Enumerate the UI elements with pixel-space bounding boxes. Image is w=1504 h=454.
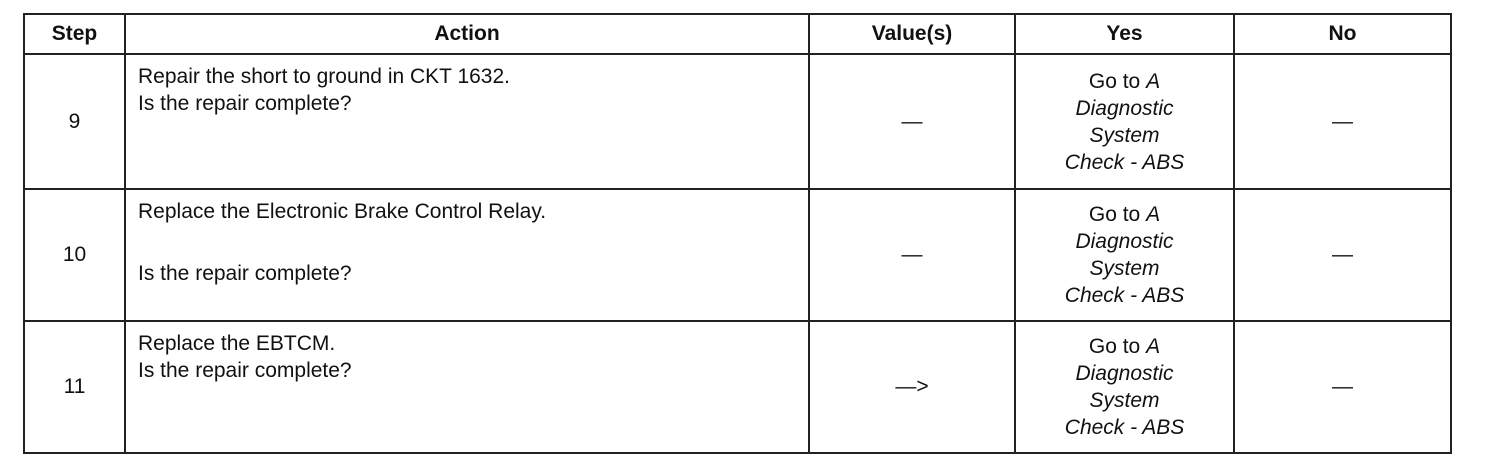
yes-cell: Go to A Diagnostic System Check - ABS	[1014, 188, 1235, 322]
header-step: Step	[23, 13, 126, 55]
no-cell: —	[1233, 188, 1452, 322]
yes-link-diagnostic[interactable]: Diagnostic	[1075, 96, 1174, 120]
yes-link-a[interactable]: A	[1146, 203, 1161, 226]
action-question: Is the repair complete?	[138, 262, 352, 285]
yes-link-system[interactable]: System	[1089, 389, 1160, 412]
yes-cell: Go to A Diagnostic System Check - ABS	[1014, 320, 1235, 454]
yes-link-diagnostic[interactable]: Diagnostic	[1075, 362, 1174, 385]
action-question: Is the repair complete?	[138, 92, 352, 115]
value-cell: —	[808, 188, 1016, 322]
yes-link-check-abs[interactable]: Check - ABS	[1064, 416, 1185, 439]
yes-link-a[interactable]: A	[1146, 335, 1161, 358]
action-cell: Repair the short to ground in CKT 1632. …	[124, 53, 810, 190]
action-cell: Replace the EBTCM. Is the repair complet…	[124, 320, 810, 454]
diagnostic-table: Step Action Value(s) Yes No 9 Repair the…	[23, 13, 1452, 454]
header-action: Action	[124, 13, 810, 55]
step-number: 9	[23, 53, 126, 190]
yes-link-check-abs[interactable]: Check - ABS	[1064, 284, 1185, 307]
yes-link-system[interactable]: System	[1089, 257, 1160, 280]
header-values: Value(s)	[808, 13, 1016, 55]
action-question: Is the repair complete?	[138, 359, 352, 382]
yes-link-a[interactable]: A	[1146, 69, 1161, 93]
table-row: 10 Replace the Electronic Brake Control …	[23, 188, 1452, 322]
table-row: 9 Repair the short to ground in CKT 1632…	[23, 53, 1452, 190]
yes-go-to: Go to	[1088, 335, 1141, 358]
header-row: Step Action Value(s) Yes No	[23, 13, 1452, 55]
no-cell: —	[1233, 320, 1452, 454]
yes-cell: Go to A Diagnostic System Check - ABS	[1014, 53, 1235, 190]
header-no: No	[1233, 13, 1452, 55]
step-number: 11	[23, 320, 126, 454]
yes-link-system[interactable]: System	[1089, 123, 1160, 147]
yes-link-diagnostic[interactable]: Diagnostic	[1075, 230, 1174, 253]
header-yes: Yes	[1014, 13, 1235, 55]
action-cell: Replace the Electronic Brake Control Rel…	[124, 188, 810, 322]
step-number: 10	[23, 188, 126, 322]
table-row: 11 Replace the EBTCM. Is the repair comp…	[23, 320, 1452, 454]
yes-go-to: Go to	[1088, 203, 1141, 226]
action-spacer	[138, 225, 796, 260]
value-cell: —	[808, 53, 1016, 190]
action-instruction: Repair the short to ground in CKT 1632.	[138, 65, 511, 88]
no-cell: —	[1233, 53, 1452, 190]
value-cell: —>	[808, 320, 1016, 454]
action-instruction: Replace the EBTCM.	[138, 332, 336, 355]
yes-go-to: Go to	[1088, 69, 1141, 93]
yes-link-check-abs[interactable]: Check - ABS	[1064, 150, 1185, 174]
action-instruction: Replace the Electronic Brake Control Rel…	[138, 200, 547, 223]
